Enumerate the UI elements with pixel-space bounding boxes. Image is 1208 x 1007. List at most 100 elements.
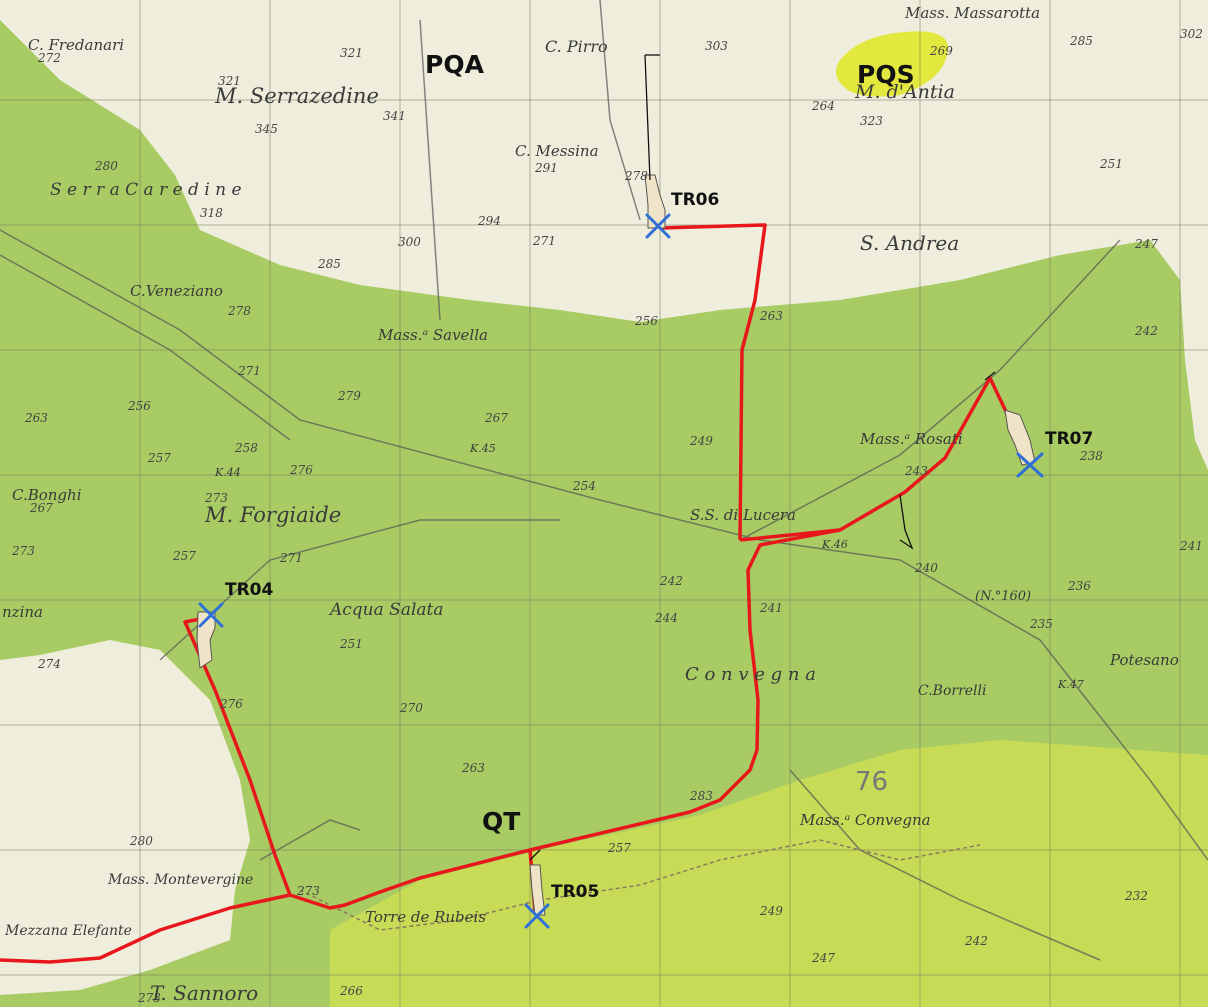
access-tracks [529,54,996,861]
elevation-label: 263 [759,309,783,323]
elevation-label: 280 [129,834,153,848]
elevation-label: 278 [624,169,648,183]
elevation-label: 242 [964,934,988,948]
elevation-label: 285 [317,257,341,271]
place-c-messina: C. Messina [515,142,599,160]
place-c-pirro: C. Pirro [545,37,608,56]
elevation-label: 321 [340,46,363,60]
elevation-label: 303 [705,39,728,53]
elevation-label: 247 [811,951,835,965]
tr07-marker-icon[interactable] [1016,452,1044,478]
elevation-label: 244 [654,611,678,625]
tr04-marker-icon[interactable] [198,602,224,628]
elevation-label: 271 [237,364,261,378]
elevation-label: 285 [1069,34,1093,48]
place-mass-savella: Mass.ᵃ Savella [377,326,488,344]
elevation-label: 249 [689,434,713,448]
elevation-label: 236 [1067,579,1091,593]
elevation-label: 264 [811,99,835,113]
elevation-label: 241 [1179,539,1203,553]
place-c-borrelli: C.Borrelli [918,683,986,699]
place-names: C. Fredanari M. Serrazedine C. Pirro Mas… [2,4,1179,1005]
elevation-label: 278 [227,304,251,318]
place-m-forgiaide: M. Forgiaide [204,503,341,527]
elevation-label: 276 [289,463,313,477]
elevation-label: 249 [759,904,783,918]
elevation-label: 267 [29,501,53,515]
elevation-label: 271 [532,234,556,248]
turbine-label-tr07: TR07 [1045,429,1093,449]
tr06-marker-icon[interactable] [645,213,671,239]
place-potesano: Potesano [1109,651,1179,669]
place-t-sannoro: T. Sannoro [150,981,258,1005]
elevation-label: 273 [137,991,161,1005]
place-k46: K.46 [821,538,848,551]
tr05-pad [529,864,546,916]
place-c-veneziano: C.Veneziano [130,282,223,300]
elevation-label: 257 [147,451,171,465]
elevation-label: 243 [904,464,928,478]
zone-label-pqa: PQA [425,50,485,79]
elevation-label: 345 [255,122,278,136]
elevation-label: 276 [219,697,243,711]
elevation-label: 267 [484,411,508,425]
elevation-label: 247 [1134,237,1158,251]
elevation-label: 273 [204,491,228,505]
place-k44: K.44 [214,466,241,479]
elevation-label: 251 [1099,157,1123,171]
elevation-label: 274 [37,657,61,671]
elevation-label: 291 [534,161,558,175]
elevation-label: 341 [383,109,406,123]
place-acqua-salata: Acqua Salata [328,600,444,620]
plain-lower-left [0,640,250,995]
place-k45: K.45 [469,442,496,455]
place-mass-convegna: Mass.ᵃ Convegna [799,811,931,829]
elevation-label: 232 [1124,889,1148,903]
elevation-label: 251 [339,637,363,651]
place-mass-montevergine: Mass. Montevergine [107,872,253,888]
tr05-marker-icon[interactable] [524,903,550,929]
place-m-d-anta: M. d'Antia [854,81,955,103]
elevation-label: 271 [279,551,303,565]
elevation-label: 263 [461,761,485,775]
place-c-bonghi: C.Bonghi [12,486,82,504]
zone-label-qt: QT [482,807,520,836]
zone-label-pqs: PQS [857,60,915,89]
elevation-label: 257 [172,549,196,563]
place-n160: (N.°160) [975,589,1031,604]
elevation-label: 321 [218,74,241,88]
elevation-label: 302 [1180,27,1203,41]
elevation-label: 269 [929,44,953,58]
stream [299,839,981,931]
elevation-label: 235 [1029,617,1053,631]
place-s-andrea: S. Andrea [860,231,959,255]
elevation-label: 318 [200,206,223,220]
place-k47: K.47 [1057,678,1084,691]
elevation-label: 266 [339,984,363,998]
elevation-label: 279 [337,389,361,403]
place-mass-massarotta: Mass. Massarotta [904,4,1040,22]
elevation-label: 254 [572,479,596,493]
place-ss-lucera: S.S. di Lucera [690,506,796,524]
elevation-label: 272 [37,51,61,65]
elevation-label: 242 [659,574,683,588]
elevation-labels: 321 303 269 285 302 272 321 345 341 323 … [11,27,1203,1005]
elevation-label: 240 [914,561,938,575]
elevation-label: 273 [11,544,35,558]
elevation-label: 263 [24,411,48,425]
place-mass-rosati: Mass.ᵃ Rosati [859,430,963,448]
elevation-label: 256 [127,399,151,413]
turbine-label-tr04: TR04 [225,580,274,600]
elevation-label: 270 [399,701,423,715]
place-convegna-letters: C o n v e g n a [685,664,816,685]
elevation-label: 280 [94,159,118,173]
place-m-serrazedine: M. Serrazedine [214,84,379,108]
turbine-markers[interactable] [198,213,1044,929]
lower-zone [330,740,1208,1007]
elevation-label: 323 [860,114,883,128]
place-torre-de-rubeis: Torre de Rubeis [365,908,486,926]
place-serra-caredin: S e r r a C a r e d i n e [50,180,242,200]
